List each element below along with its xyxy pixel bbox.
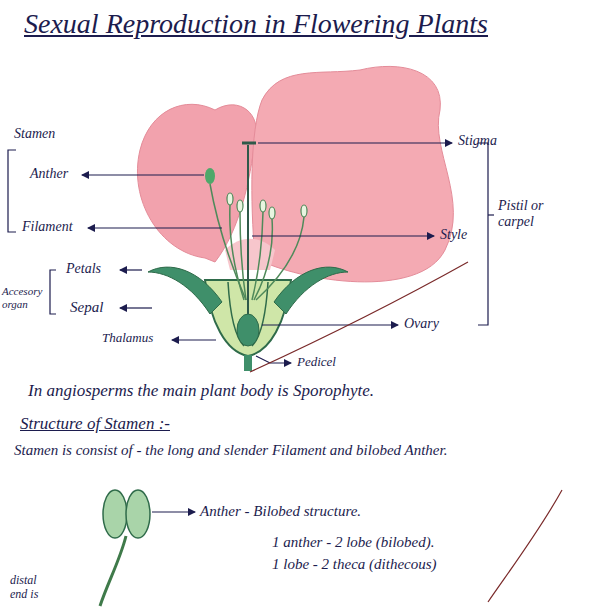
- part-name: Filament: [22, 219, 73, 235]
- part-name: Thalamus: [102, 331, 153, 346]
- part-name: Sepal: [70, 299, 103, 316]
- part-name: Petals: [66, 261, 101, 277]
- note-text: 1 lobe - 2 theca (dithecous): [272, 556, 437, 573]
- section-heading: Structure of Stamen :-: [20, 414, 170, 434]
- part-name: Ovary: [404, 316, 439, 332]
- part-name: Anther: [30, 166, 68, 182]
- part-name: Stamen: [14, 126, 55, 142]
- note-text: Anther - Bilobed structure.: [200, 503, 361, 520]
- page-title: Sexual Reproduction in Flowering Plants: [24, 8, 488, 40]
- note-text: 1 anther - 2 lobe (bilobed).: [272, 534, 434, 551]
- part-name: Style: [440, 227, 467, 243]
- note-text: Stamen is consist of - the long and slen…: [14, 442, 579, 459]
- group-name: Accesory organ: [2, 285, 46, 310]
- part-name: Pedicel: [297, 355, 336, 370]
- note-text: distal end is: [10, 574, 56, 602]
- group-name: Pistil or carpel: [498, 198, 568, 230]
- part-name: Stigma: [458, 133, 497, 149]
- note-text: In angiosperms the main plant body is Sp…: [28, 381, 374, 401]
